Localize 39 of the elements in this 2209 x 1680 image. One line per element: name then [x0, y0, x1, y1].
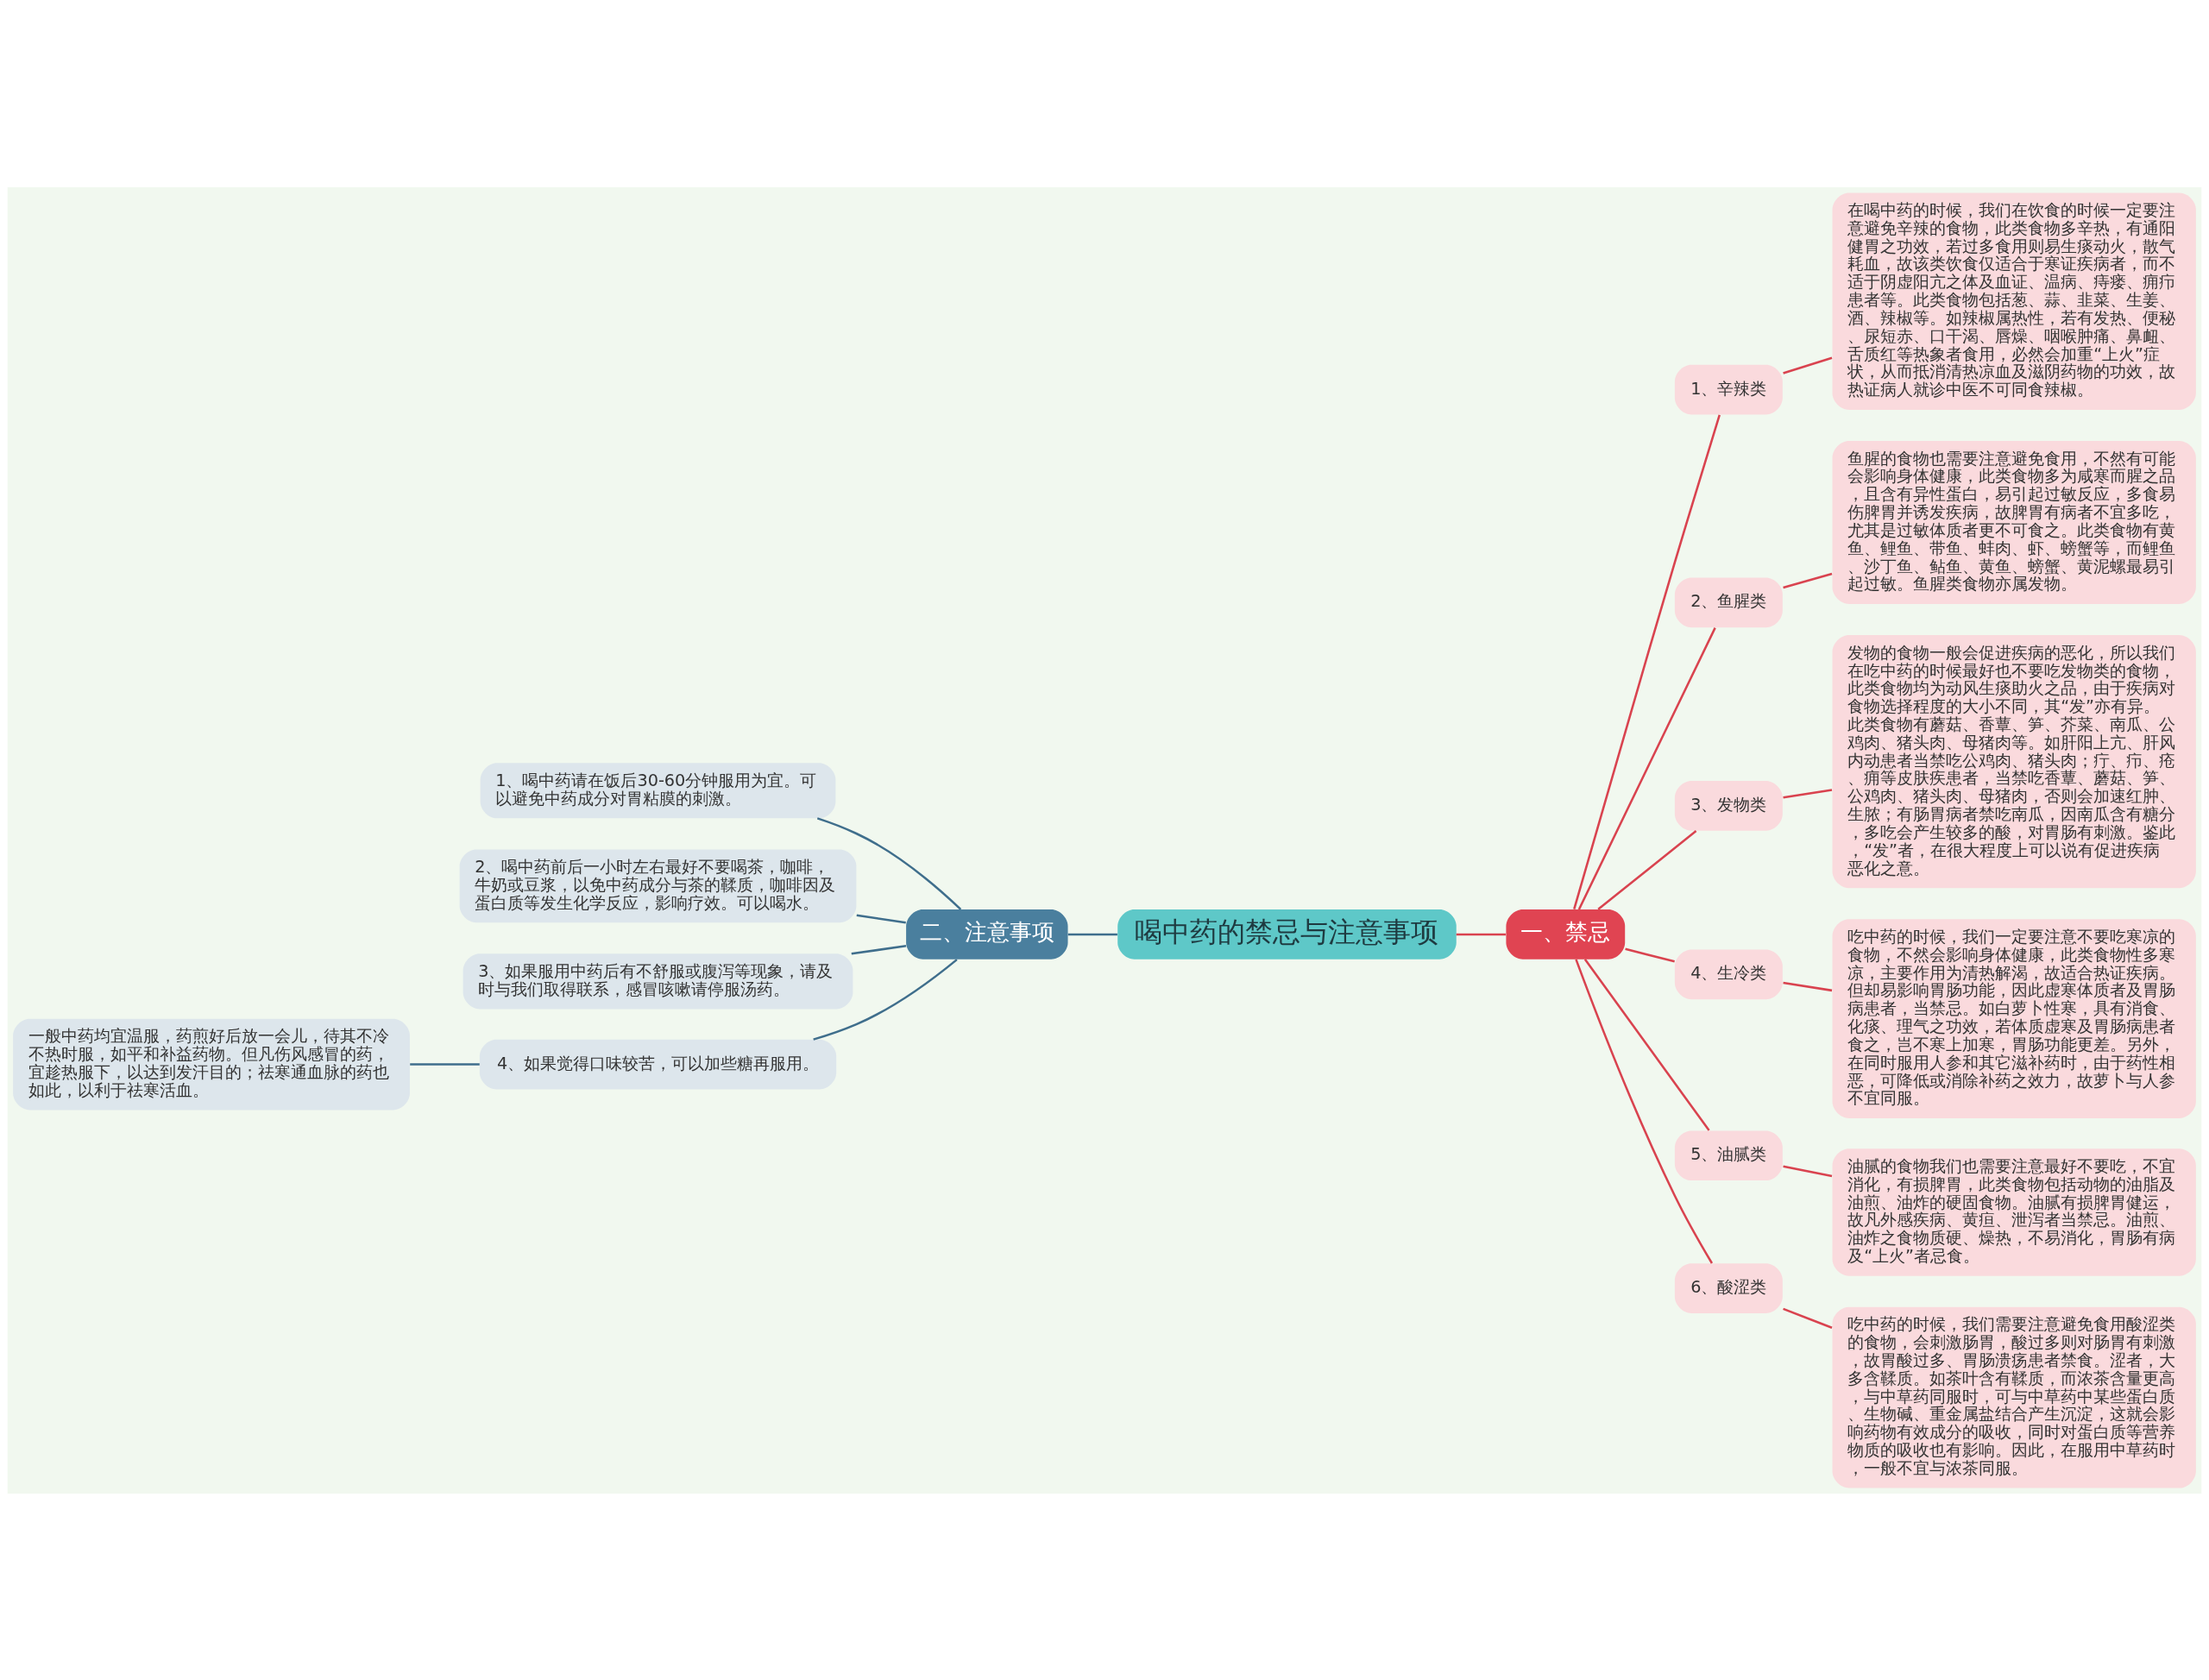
- node-box: 1、喝中药请在饭后30-60分钟服用为宜。可以避免中药成分对胃粘膜的刺激。: [480, 762, 836, 818]
- node-box: 发物的食物一般会促进疾病的恶化，所以我们在吃中药的时候最好也不要吃发物类的食物，此类食物均为动风生痰助火之品，由于疾病对食物选择程度的大小不同，其“发”亦有异。此类食物有蘑菇、香蕈、笋、芥菜、南瓜、公鸡肉、猪头肉、母猪肉等。如肝阳上亢、肝风内动患者当禁吃公鸡肉、猪头肉；疔、疖、疮、痈等皮肤疾患者，当禁吃香蕈、蘑菇、笋、公鸡肉、猪头肉、母猪肉，否则会加速红肿、生脓；有肠胃病者禁吃南瓜，因南瓜含有糖分，多吃会产生较多的酸，对胃肠有刺激。鉴此，“发”者，在很大程度上可以说有促进疾病恶化之意。: [1832, 634, 2196, 888]
- connector: [1625, 947, 1675, 962]
- connector: [1783, 788, 1833, 799]
- connector: [1783, 981, 1833, 991]
- connector: [1783, 572, 1833, 588]
- node-box: 6、酸涩类: [1674, 1262, 1783, 1313]
- connector: [410, 1062, 480, 1066]
- connector: [1456, 933, 1506, 935]
- node-box: 在喝中药的时候，我们在饮食的时候一定要注意避免辛辣的食物，此类食物多辛热，有通阳健胃之功效，若过多食用则易生痰动火，散气耗血，故该类饮食仅适合于寒证疾病者，而不适于阴虚阳亢之体及血证、温病、痔瘘、痈疖患者等。此类食物包括葱、蒜、韭菜、生姜、酒、辣椒等。如辣椒属热性，若有发热、便秘、尿短赤、口干渴、唇燥、咽喉肿痛、鼻衄、舌质红等热象者食用，必然会加重“上火”症状，从而抵消清热凉血及滋阴药物的功效，故热证病人就诊中医不可同食辣椒。: [1832, 192, 2196, 410]
- connector: [1067, 933, 1117, 935]
- node-box: 2、鱼腥类: [1674, 577, 1783, 627]
- node-box: 一、禁忌: [1506, 909, 1626, 960]
- node-box: 4、生冷类: [1674, 949, 1783, 999]
- node-box: 3、如果服用中药后有不舒服或腹泻等现象，请及时与我们取得联系，感冒咳嗽请停服汤药。: [463, 953, 853, 1009]
- connector: [856, 914, 906, 923]
- connector: [1783, 1164, 1833, 1177]
- connector: [813, 958, 958, 1041]
- node-box: 5、油腻类: [1674, 1129, 1783, 1180]
- connector: [1597, 829, 1697, 910]
- connector: [851, 944, 907, 955]
- node-box: 喝中药的禁忌与注意事项: [1117, 909, 1457, 960]
- connector: [1783, 356, 1833, 374]
- node-box: 一般中药均宜温服，药煎好后放一会儿，待其不冷不热时服，如平和补益药物。但凡伤风感冒的药，宜趁热服下，以达到发汗目的；祛寒通血脉的药也如此，以利于祛寒活血。: [13, 1018, 410, 1110]
- connector: [1575, 958, 1714, 1264]
- node-box: 二、注意事项: [906, 909, 1068, 960]
- connector: [1583, 958, 1710, 1131]
- node-box: 4、如果觉得口味较苦，可以加些糖再服用。: [479, 1039, 837, 1089]
- node-box: 鱼腥的食物也需要注意避免食用，不然有可能会影响身体健康，此类食物多为咸寒而腥之品，且含有异性蛋白，易引起过敏反应，多食易伤脾胃并诱发疾病，故脾胃有病者不宜多吃，尤其是过敏体质者更不可食之。此类食物有黄鱼、鲤鱼、带鱼、蚌肉、虾、螃蟹等，而鲤鱼、沙丁鱼、鲇鱼、黄鱼、螃蟹、黄泥螺最易引起过敏。鱼腥类食物亦属发物。: [1832, 440, 2196, 604]
- node-box: 1、辛辣类: [1674, 364, 1783, 415]
- node-box: 吃中药的时候，我们一定要注意不要吃寒凉的食物，不然会影响身体健康，此类食物性多寒凉，主要作用为清热解渴，故适合热证疾病。但却易影响胃肠功能，因此虚寒体质者及胃肠病患者，当禁忌。如白萝卜性寒，具有消食、化痰、理气之功效，若体质虚寒及胃肠病患者食之，岂不寒上加寒，胃肠功能更差。另外，在同时服用人参和其它滋补药时，由于药性相恶，可降低或消除补药之效力，故萝卜与人参不宜同服。: [1832, 918, 2196, 1118]
- connector: [816, 816, 962, 910]
- connector: [1573, 414, 1721, 909]
- node-box: 油腻的食物我们也需要注意最好不要吃，不宜消化，有损脾胃，此类食物包括动物的油脂及油煎、油炸的硬固食物。油腻有损脾胃健运，故凡外感疾病、黄疸、泄泻者当禁忌。油煎、油炸之食物质硬、燥热，不易消化，胃肠有病及“上火”者忌食。: [1832, 1148, 2196, 1276]
- node-box: 2、喝中药前后一小时左右最好不要喝茶，咖啡，牛奶或豆浆，以免中药成分与茶的鞣质，咖啡因及蛋白质等发生化学反应，影响疗效。可以喝水。: [459, 848, 857, 922]
- connector: [1577, 626, 1716, 910]
- node-box: 吃中药的时候，我们需要注意避免食用酸涩类的食物，会刺激肠胃，酸过多则对肠胃有刺激，故胃酸过多、胃肠溃疡患者禁食。涩者，大多含鞣质。如茶叶含有鞣质，而浓茶含量更高，与中草药同服时，可与中草药中某些蛋白质、生物碱、重金属盐结合产生沉淀，这就会影响药物有效成分的吸收，同时对蛋白质等营养物质的吸收也有影响。因此，在服用中草药时，一般不宜与浓茶同服。: [1832, 1306, 2196, 1488]
- node-box: 3、发物类: [1674, 780, 1783, 831]
- connector: [1783, 1307, 1833, 1329]
